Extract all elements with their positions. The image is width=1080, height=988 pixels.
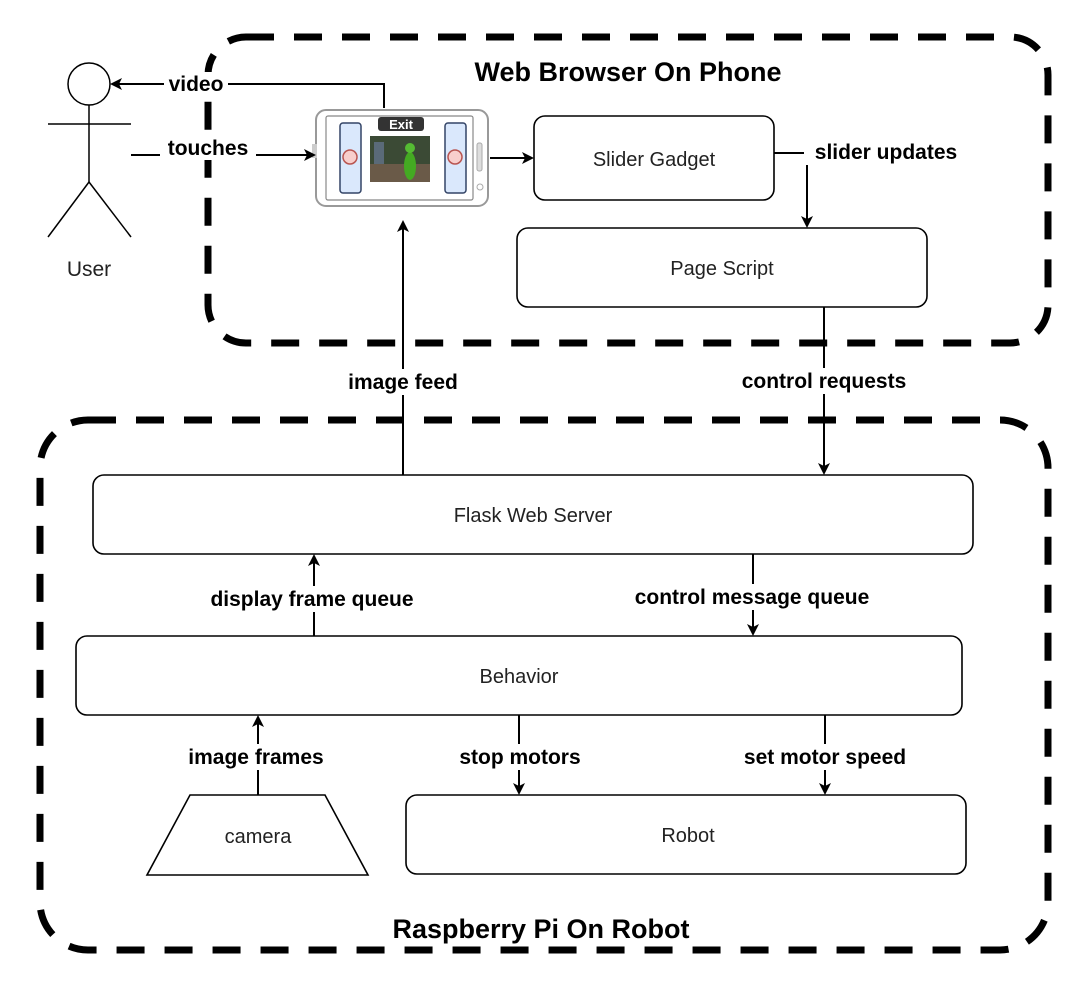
display-frame-queue-edge-label: display frame queue [210,588,413,611]
raspberry-pi-group [36,416,1052,954]
phone-screen: Exit [312,109,489,207]
stop-motors-edge-label: stop motors [459,746,580,769]
left-slider-thumb-icon [342,149,358,165]
right-slider-thumb-icon [447,149,463,165]
web-browser-group [204,33,1052,347]
control-message-queue-edge-label: control message queue [635,586,870,609]
slider-updates-edge-label: slider updates [815,141,957,164]
flask-web-server-label: Flask Web Server [454,505,613,527]
robot-box [405,794,967,875]
image-feed-edge-label: image feed [348,371,458,394]
video-edge [110,78,385,108]
image-frames-edge-label: image frames [188,746,323,769]
control-requests-edge-label: control requests [742,370,907,393]
touches-edge-label: touches [168,137,249,160]
exit-button [378,117,424,131]
video-edge-label: video [169,73,224,96]
camera-label: camera [225,826,293,848]
camera-shape [145,794,370,876]
slider-gadget-label: Slider Gadget [593,149,716,171]
user-actor [47,62,132,238]
robot-label: Robot [661,825,715,847]
flask-web-server-box [92,474,974,555]
web-browser-group-title: Web Browser On Phone [474,57,781,87]
robot-figure-icon [404,152,416,180]
set-motor-speed-edge-label: set motor speed [744,746,906,769]
user-head-icon [67,62,111,106]
page-script-label: Page Script [670,258,774,280]
exit-label: Exit [389,117,414,132]
slider-updates-edge [774,152,813,228]
raspberry-pi-group-title: Raspberry Pi On Robot [392,914,689,944]
page-script-box [516,227,928,308]
slider-gadget-box [533,115,775,201]
behavior-label: Behavior [480,666,559,688]
user-label: User [67,258,111,281]
